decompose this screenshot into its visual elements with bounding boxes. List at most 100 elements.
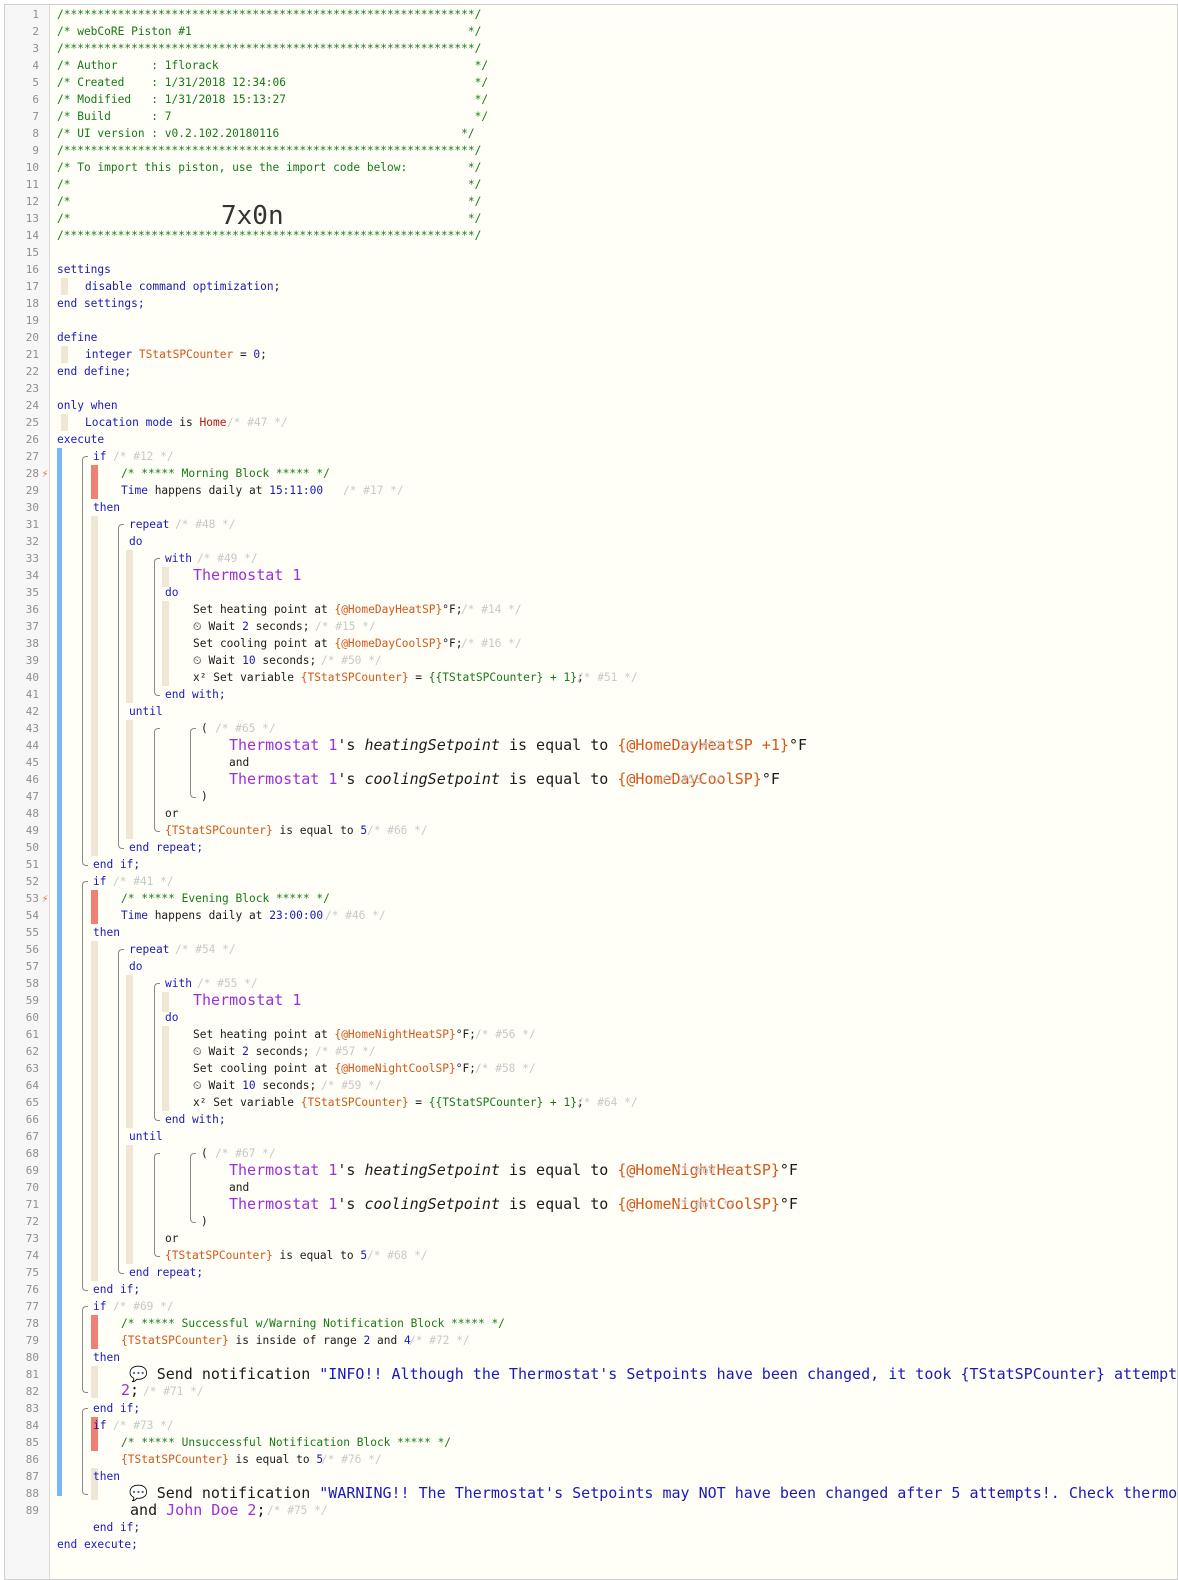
header-line: /* webCoRE Piston #1 */ xyxy=(57,23,481,40)
define-keyword: define xyxy=(57,331,98,344)
token: seconds; xyxy=(255,1079,317,1092)
line-number: 81 xyxy=(25,1368,39,1381)
then-bar xyxy=(91,1366,98,1399)
code-line: then xyxy=(93,499,120,516)
end-if-keyword: end if; xyxy=(93,858,141,871)
and-keyword: and xyxy=(229,1181,250,1194)
token: is equal to xyxy=(272,824,361,837)
line-number: 61 xyxy=(25,1028,39,1041)
code-line: x² Set variable {TStatSPCounter} = {{TSt… xyxy=(193,1094,584,1111)
line-number: 48 xyxy=(25,807,39,820)
wait-value: 10 xyxy=(242,654,256,667)
statement-id: /* #65 */ xyxy=(215,722,276,735)
repeat-bracket xyxy=(118,949,124,1274)
end-with-keyword: end with; xyxy=(165,688,226,701)
device-name[interactable]: Thermostat 1 xyxy=(193,566,302,584)
recipient[interactable]: John Doe 2 xyxy=(166,1501,257,1519)
line-number: 64 xyxy=(25,1079,39,1092)
do-bar xyxy=(126,975,133,1128)
condition-bar xyxy=(91,465,98,499)
code-line: ) xyxy=(201,788,208,805)
statement-id: /* #54 */ xyxy=(175,941,236,958)
line-number: 44 xyxy=(25,739,39,752)
statement-id: /* #68 */ xyxy=(367,1249,428,1262)
token: °F xyxy=(779,1195,798,1213)
device-name[interactable]: Thermostat 1 xyxy=(193,991,302,1009)
token: Send notification xyxy=(147,1484,320,1502)
statement-id: /* #52 */ xyxy=(681,739,742,752)
with-do-bar xyxy=(162,601,169,686)
code-line: end if; xyxy=(93,1400,140,1417)
token: ( xyxy=(201,1147,208,1160)
block-comment: /* ***** Evening Block ***** */ xyxy=(121,892,330,905)
token: is equal to xyxy=(228,1453,317,1466)
author: /* Author : 1florack */ xyxy=(57,59,489,72)
statement-id: /* #14 */ xyxy=(461,603,522,616)
block-comment: /* ***** Unsuccessful Notification Block… xyxy=(121,1436,452,1449)
code-line: and xyxy=(229,754,249,771)
code-line: end if; xyxy=(93,856,140,873)
code-line: until xyxy=(129,703,163,720)
token: 's xyxy=(337,1161,365,1179)
line-number: 76 xyxy=(25,1283,39,1296)
line-number: 41 xyxy=(25,688,39,701)
code-line: end define; xyxy=(57,363,131,380)
device-name[interactable]: Thermostat 1 xyxy=(229,1161,338,1179)
code-line: ⏲ Wait 2 seconds; xyxy=(193,618,310,635)
device-name[interactable]: Thermostat 1 xyxy=(229,1195,338,1213)
token: ( xyxy=(201,722,208,735)
with-bar xyxy=(162,567,169,588)
statement-id: /* #60 */ xyxy=(675,1162,736,1179)
do-keyword: do xyxy=(129,535,143,548)
code-line: and John Doe 2; xyxy=(121,1501,265,1519)
statement-id: /* #76 */ xyxy=(321,1451,382,1468)
code-line: /* ***** Morning Block ***** */ xyxy=(121,465,330,482)
build: /* Build : 7 */ xyxy=(57,110,489,123)
code-line: then xyxy=(93,924,120,941)
code-line: /* ***** Successful w/Warning Notificati… xyxy=(121,1315,505,1332)
code-line: Thermostat 1's heatingSetpoint is equal … xyxy=(229,1162,798,1179)
header-line: /* */ xyxy=(57,210,481,227)
token: happens daily at xyxy=(147,484,270,497)
code-line: if xyxy=(93,448,106,465)
indent-bar xyxy=(61,346,68,363)
token: ; xyxy=(130,1381,140,1399)
header-line: /* UI version : v0.2.102.20180116 */ xyxy=(57,125,475,142)
device-name[interactable]: Thermostat 1 xyxy=(229,736,338,754)
statement-id: /* #53 */ xyxy=(661,771,722,788)
code-line: execute xyxy=(57,431,104,448)
block-comment: /* ***** Morning Block ***** */ xyxy=(121,467,330,480)
device-name[interactable]: Thermostat 1 xyxy=(229,770,338,788)
wait-value: 10 xyxy=(242,1079,256,1092)
end-if-keyword: end if; xyxy=(93,1402,141,1415)
code-line: ⏲ Wait 10 seconds; xyxy=(193,1077,316,1094)
line-number: 53 xyxy=(25,892,39,905)
value: 5 xyxy=(360,1249,368,1262)
line-number: 13 xyxy=(25,212,39,225)
line-number: 73 xyxy=(25,1232,39,1245)
statement-id: /* #17 */ xyxy=(343,484,404,497)
statement-id: /* #69 */ xyxy=(113,1300,174,1313)
line-number: 63 xyxy=(25,1062,39,1075)
if-bracket xyxy=(82,881,88,1291)
line-number: 29 xyxy=(25,484,39,497)
token xyxy=(132,348,139,361)
notification-icon: 💬 xyxy=(129,1365,148,1383)
import-code: 7x0n xyxy=(221,201,284,231)
value: 4 xyxy=(403,1334,411,1347)
wait-icon: ⏲ xyxy=(193,620,202,633)
execute-bar xyxy=(57,448,62,1496)
code-line: Thermostat 1 xyxy=(193,567,301,584)
line-number: 28 xyxy=(25,467,39,480)
recipient[interactable]: 2 xyxy=(121,1381,131,1399)
trigger-bolt-icon: ⚡ xyxy=(41,892,49,905)
line-number: 70 xyxy=(25,1181,39,1194)
code-line: do xyxy=(129,533,142,550)
code-area: /***************************************… xyxy=(5,5,1177,1579)
notification-icon: 💬 xyxy=(129,1484,148,1502)
with-bar xyxy=(162,992,169,1013)
code-line: repeat xyxy=(129,516,169,533)
and-keyword: and xyxy=(229,756,250,769)
or-keyword: or xyxy=(165,807,179,820)
